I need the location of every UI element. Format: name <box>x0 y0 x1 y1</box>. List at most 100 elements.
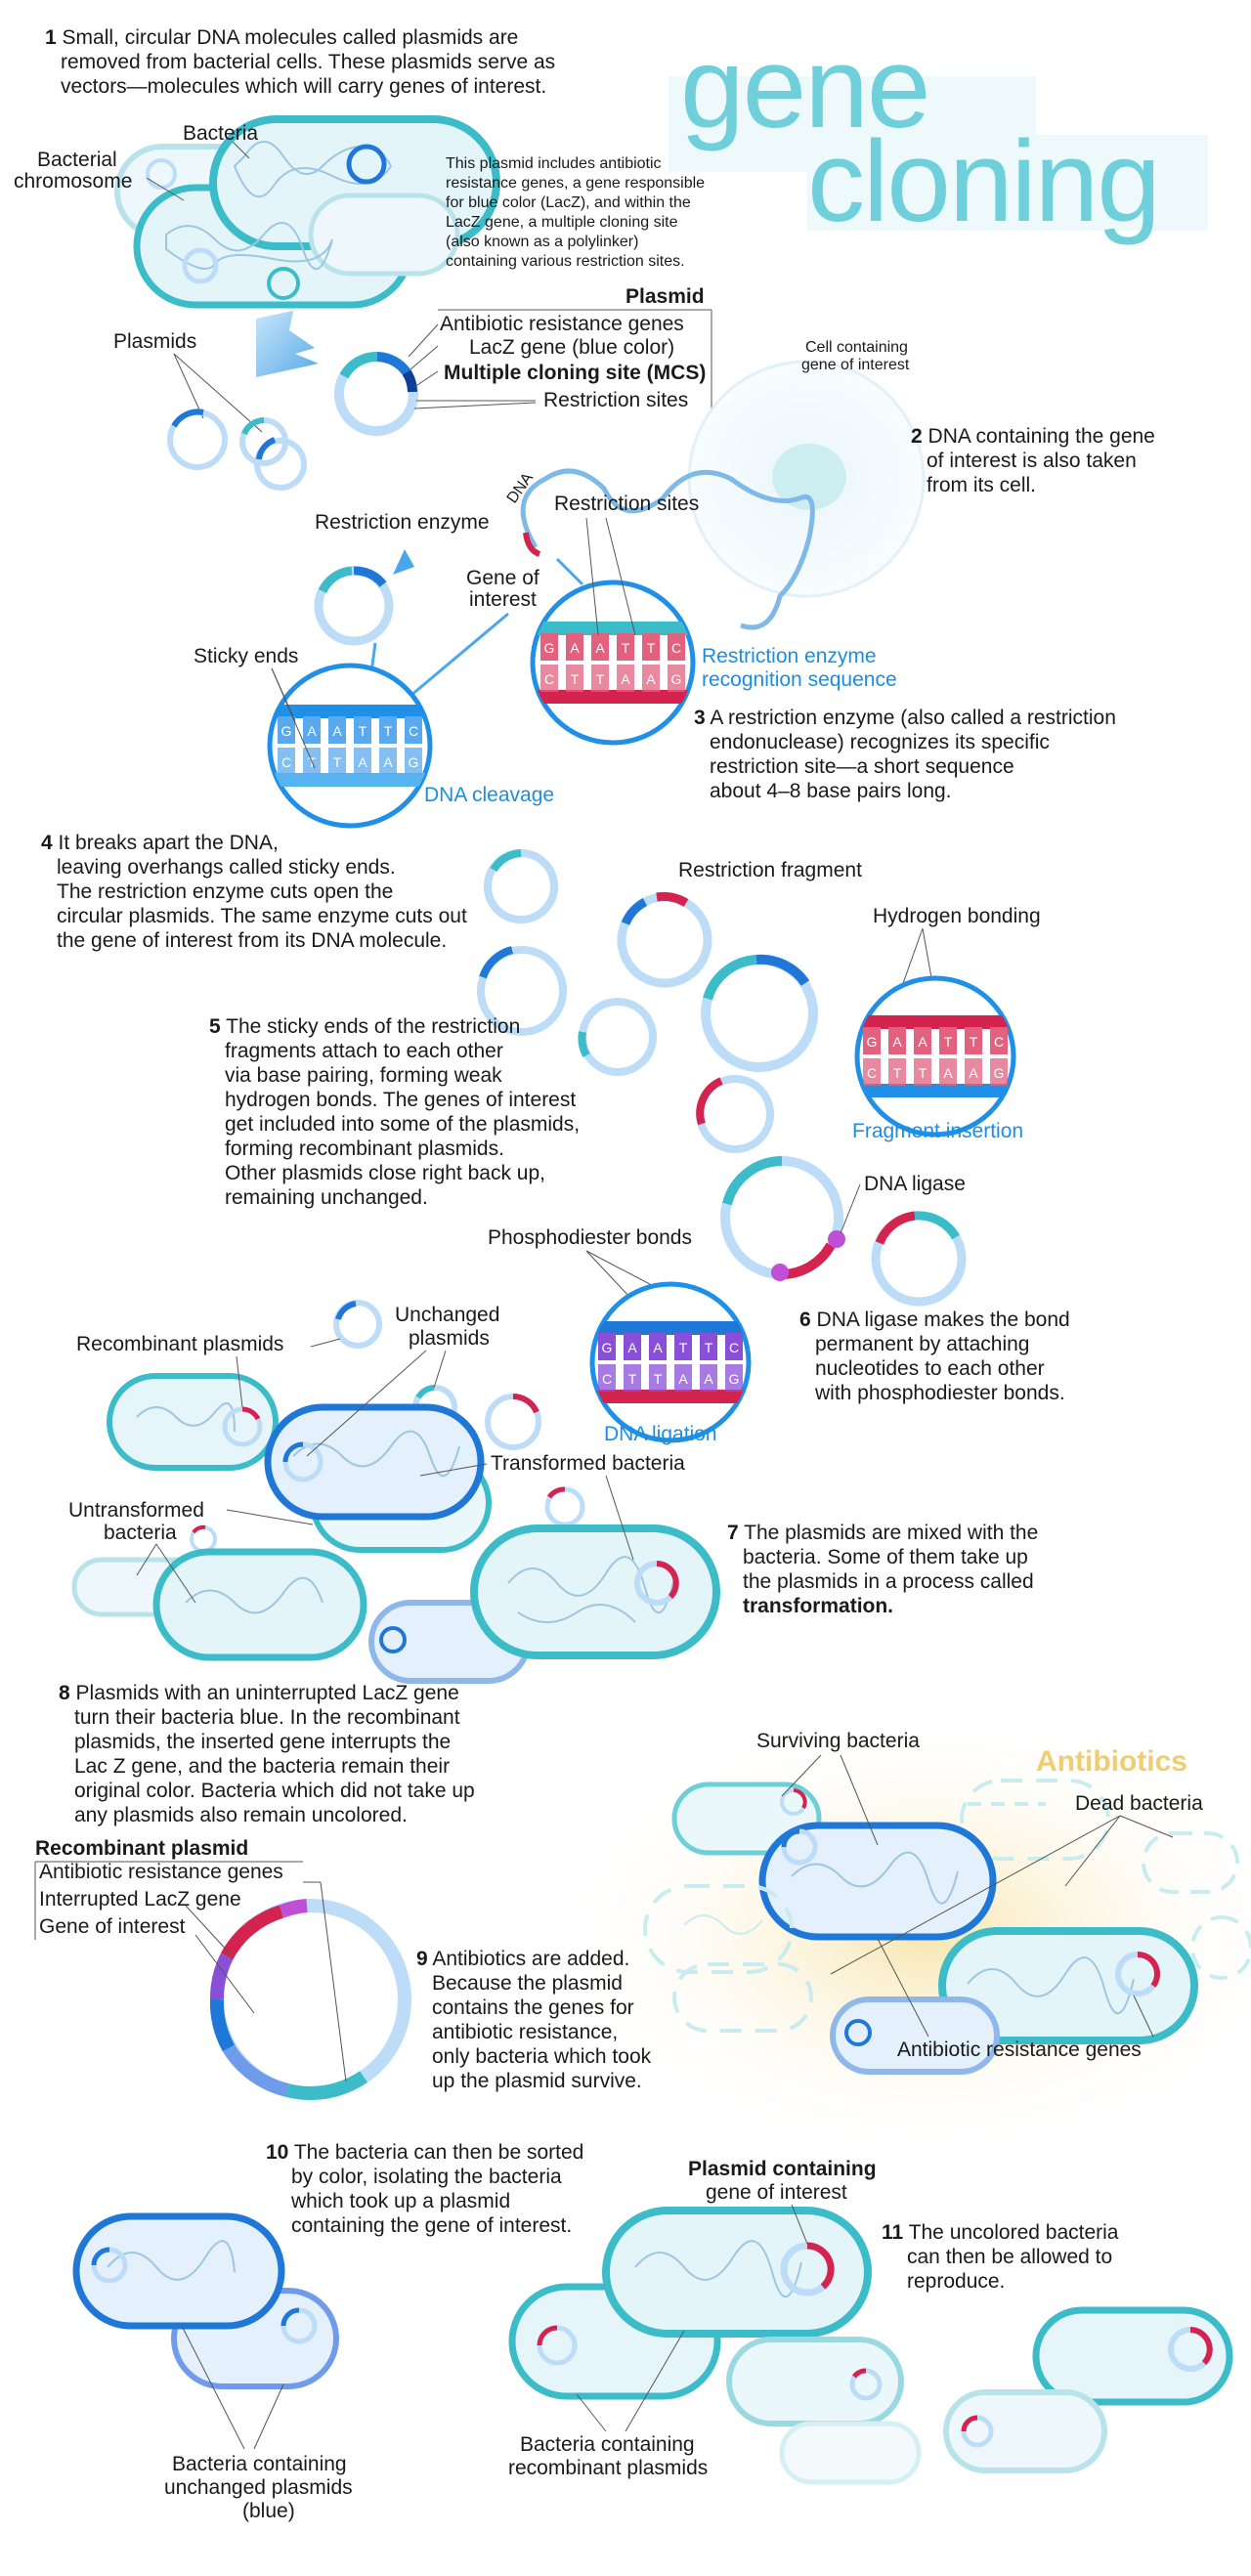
insertion-letter-bottom: A <box>943 1065 953 1081</box>
ligation-letter-bottom: A <box>678 1371 688 1387</box>
step-6-line-4: with phosphodiester bonds. <box>815 1382 1065 1404</box>
label-unchanged-plasmids-1: Unchanged <box>395 1304 499 1326</box>
insertion-base-bottom <box>939 1058 957 1086</box>
ligation-base-bottom <box>700 1364 717 1392</box>
ligation-letter-bottom: C <box>602 1371 612 1387</box>
step-4-line-2: leaving overhangs called sticky ends. <box>57 856 396 879</box>
step-4-line-4: circular plasmids. The same enzyme cuts … <box>57 905 467 927</box>
insertion-base-bottom <box>914 1058 931 1086</box>
page-title-line-1: gene <box>680 23 931 152</box>
label-sticky-ends: Sticky ends <box>194 645 298 667</box>
step-9-line-2: Because the plasmid <box>432 1972 623 1995</box>
plasmid-box-item-1: Antibiotic resistance genes <box>440 313 684 335</box>
recognition-letter-top: A <box>595 640 605 656</box>
cleavage-base-bottom <box>278 748 295 775</box>
step-11-line-1: The uncolored bacteria <box>908 2221 1119 2244</box>
ligation-base-bottom <box>598 1364 616 1392</box>
label-restriction-sites: Restriction sites <box>554 493 699 515</box>
step-1-line-2: removed from bacterial cells. These plas… <box>61 51 556 73</box>
label-dead-bacteria: Dead bacteria <box>1075 1792 1203 1815</box>
recognition-base-bottom <box>617 665 634 692</box>
step-11-text: 11 The uncolored bacteria can then be al… <box>882 2220 1118 2294</box>
cleavage-base-top <box>354 716 371 744</box>
recombinant-box-item-2: Interrupted LacZ gene <box>39 1888 241 1911</box>
cleavage-letter-top: A <box>307 723 317 739</box>
recombinant-box-item-3: Gene of interest <box>39 1915 186 1938</box>
ligation-letter-top: A <box>653 1340 663 1355</box>
plasmid-note-line-2: resistance genes, a gene responsible <box>446 175 705 192</box>
step-9-line-6: up the plasmid survive. <box>432 2070 642 2092</box>
label-gene-of-interest-1: Gene of <box>466 567 539 589</box>
cleavage-letter-bottom: C <box>281 754 291 770</box>
step-2-line-3: from its cell. <box>927 474 1037 496</box>
recognition-base-bottom <box>642 665 660 692</box>
plasmid-note: This plasmid includes antibiotic resista… <box>446 155 705 270</box>
label-untransformed-2: bacteria <box>104 1522 177 1544</box>
ligation-base-bottom <box>725 1364 743 1392</box>
plasmid-note-line-3: for blue color (LacZ), and within the <box>446 194 691 211</box>
step-5-line-6: forming recombinant plasmids. <box>225 1138 504 1160</box>
ligation-base-top <box>674 1333 692 1360</box>
recognition-letter-bottom: C <box>544 671 554 687</box>
step-2-line-2: of interest is also taken <box>927 450 1137 472</box>
step-10-number: 10 <box>266 2141 289 2164</box>
step-11-line-3: reproduce. <box>907 2270 1006 2293</box>
label-dna-ligase: DNA ligase <box>864 1173 966 1195</box>
label-plasmids: Plasmids <box>113 330 196 353</box>
insertion-base-bottom <box>965 1058 982 1086</box>
ligation-letter-top: T <box>705 1340 713 1355</box>
label-recombinant-bottom-2: recombinant plasmids <box>508 2457 708 2479</box>
recognition-letter-bottom: A <box>621 671 630 687</box>
insertion-letter-bottom: A <box>969 1065 978 1081</box>
label-untransformed-1: Untransformed <box>68 1499 204 1522</box>
cleavage-base-top <box>278 716 295 744</box>
label-gene-of-interest-2: interest <box>469 588 537 611</box>
step-8-text: 8 Plasmids with an uninterrupted LacZ ge… <box>59 1681 475 1827</box>
step-6-line-1: DNA ligase makes the bond <box>816 1309 1070 1331</box>
insertion-letter-bottom: T <box>919 1065 927 1081</box>
label-recognition-2: recognition sequence <box>702 668 897 691</box>
insertion-base-top <box>965 1027 982 1054</box>
plasmid-box-item-3: Multiple cloning site (MCS) <box>444 362 706 384</box>
cleavage-letter-top: T <box>359 723 367 739</box>
recombinant-plasmid-large <box>209 1899 411 2100</box>
step-3-line-3: restriction site—a short sequence <box>710 755 1014 778</box>
step-4-line-3: The restriction enzyme cuts open the <box>57 880 394 903</box>
label-unchanged-plasmids-2: plasmids <box>409 1327 490 1350</box>
step-8-line-4: Lac Z gene, and the bacteria remain thei… <box>74 1755 451 1778</box>
recombinant-box-title: Recombinant plasmid <box>35 1837 248 1860</box>
step-9-line-1: Antibiotics are added. <box>432 1948 630 1970</box>
plasmid-note-line-6: containing various restriction sites. <box>446 253 685 270</box>
step-8-line-3: plasmids, the inserted gene interrupts t… <box>74 1731 452 1753</box>
label-bacterial-chromosome-1: Bacterial <box>37 149 117 171</box>
step-11-line-2: can then be allowed to <box>907 2246 1113 2268</box>
label-plasmid-containing-2: gene of interest <box>706 2181 847 2204</box>
step-6-line-2: permanent by attaching <box>815 1333 1030 1355</box>
recognition-base-top <box>617 633 634 661</box>
recognition-base-bottom <box>566 665 583 692</box>
step-10-line-4: containing the gene of interest. <box>291 2214 573 2237</box>
cleavage-top-backbone <box>270 705 430 718</box>
recognition-base-top <box>566 633 583 661</box>
plasmid-note-line-4: LacZ gene, a multiple cloning site <box>446 214 678 231</box>
step-6-number: 6 <box>799 1309 811 1331</box>
recognition-letter-top: T <box>622 640 630 656</box>
insertion-letter-bottom: T <box>893 1065 902 1081</box>
step-7-number: 7 <box>727 1522 739 1544</box>
label-dna-cleavage: DNA cleavage <box>424 784 554 806</box>
insertion-base-bottom <box>888 1058 906 1086</box>
arrow-step1 <box>256 311 319 377</box>
insertion-letter-top: T <box>944 1034 953 1050</box>
label-phosphodiester-bonds: Phosphodiester bonds <box>488 1226 692 1249</box>
step-4-line-1: It breaks apart the DNA, <box>58 832 279 854</box>
step-9-number: 9 <box>416 1948 428 1970</box>
step-5-line-8: remaining unchanged. <box>225 1186 428 1209</box>
label-bacterial-chromosome-2: chromosome <box>14 170 132 193</box>
step-5-line-1: The sticky ends of the restriction <box>226 1015 521 1038</box>
label-recombinant-plasmids: Recombinant plasmids <box>76 1333 283 1355</box>
insertion-letter-bottom: C <box>867 1065 877 1081</box>
cleavage-base-bottom <box>379 748 397 775</box>
